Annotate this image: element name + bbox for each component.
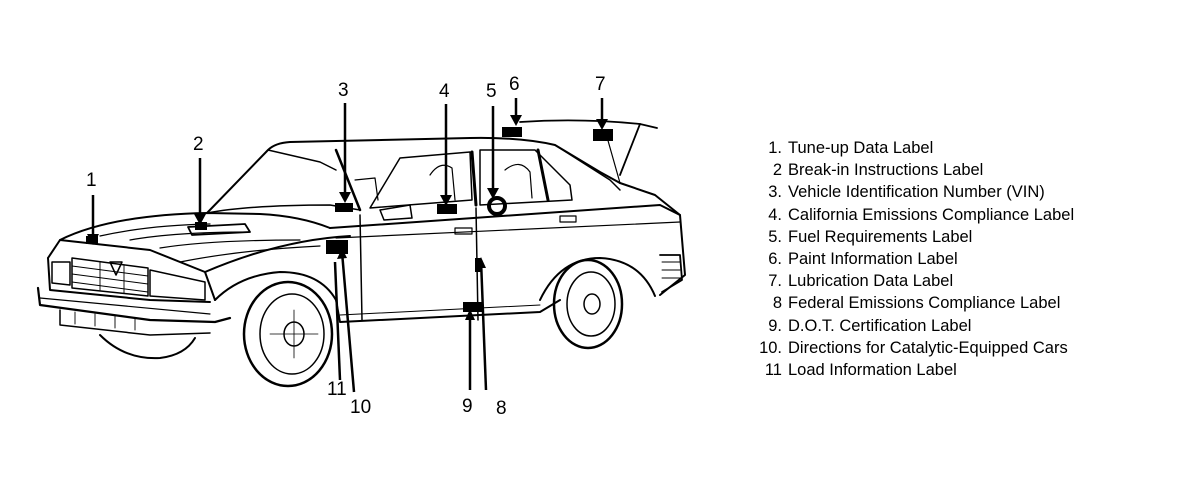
callout-4: 4: [439, 81, 450, 102]
legend-text: Paint Information Label: [788, 249, 958, 268]
legend-text: Tune-up Data Label: [788, 139, 934, 157]
legend-item: 1. Tune-up Data Label: [752, 137, 1192, 159]
legend-item: 6. Paint Information Label: [752, 248, 1192, 270]
legend-item: 4. California Emissions Compliance Label: [752, 204, 1192, 226]
legend-item: 11 Load Information Label: [752, 359, 1192, 381]
legend-item: 10. Directions for Catalytic-Equipped Car…: [752, 337, 1192, 359]
rear-wheel: [552, 258, 624, 350]
legend-number: 4.: [768, 205, 782, 224]
marker-vin: [335, 203, 353, 212]
legend-text: Vehicle Identification Number (VIN): [788, 183, 1045, 202]
legend-text: Directions for Catalytic-Equipped Cars: [788, 338, 1068, 357]
marker-lubrication: [593, 129, 613, 141]
callout-6: 6: [509, 74, 520, 95]
callout-arrows: [91, 98, 604, 393]
legend-item: 7. Lubrication Data Label: [752, 270, 1192, 292]
legend-text: Break-in Instructions Label: [788, 161, 984, 180]
callout-5: 5: [486, 81, 497, 102]
legend-text: Federal Emissions Compliance Label: [788, 294, 1061, 313]
label-markers: [86, 127, 613, 312]
legend-number: 10.: [759, 338, 782, 357]
legend-text: Fuel Requirements Label: [788, 227, 973, 246]
callout-3: 3: [338, 80, 349, 101]
legend-item: 8 Federal Emissions Compliance Label: [752, 292, 1192, 314]
legend-number: 1.: [768, 139, 782, 157]
legend-number: 5.: [768, 227, 782, 246]
marker-fuel: [487, 196, 507, 216]
marker-california-emissions: [437, 204, 457, 214]
arrow-heads: [87, 115, 608, 320]
legend-item: 5. Fuel Requirements Label: [752, 226, 1192, 248]
legend-number: 2: [772, 161, 782, 180]
callout-9: 9: [462, 396, 473, 417]
callout-numbers: 1 2 3 4 5 6 7 8 9 10 11: [86, 74, 606, 419]
legend-item: 9. D.O.T. Certification Label: [752, 315, 1192, 337]
legend-number: 9.: [768, 316, 782, 335]
front-wheel: [242, 280, 334, 388]
callout-1: 1: [86, 170, 97, 191]
legend-text: Load Information Label: [788, 360, 957, 379]
legend-number: 7.: [768, 272, 782, 291]
marker-paint: [502, 127, 522, 137]
legend-item: 2 Break-in Instructions Label: [752, 159, 1192, 181]
callout-8: 8: [496, 398, 507, 419]
legend-item: 3. Vehicle Identification Number (VIN): [752, 181, 1192, 203]
callout-10: 10: [350, 397, 371, 418]
legend-text: California Emissions Compliance Label: [788, 205, 1075, 224]
marker-breakin: [195, 222, 207, 230]
label-legend: 1. Tune-up Data Label 2 Break-in Instructi…: [752, 137, 1192, 381]
legend-number: 3.: [768, 183, 782, 202]
legend-number: 6.: [768, 249, 782, 268]
marker-dot: [463, 302, 483, 312]
callout-7: 7: [595, 74, 606, 95]
callout-2: 2: [193, 134, 204, 155]
legend-number: 11: [764, 360, 782, 379]
legend-number: 8: [772, 294, 782, 313]
callout-11: 11: [327, 379, 347, 400]
marker-catalytic: [326, 240, 348, 254]
legend-text: Lubrication Data Label: [788, 272, 954, 291]
car-illustration: [36, 119, 686, 388]
legend-text: D.O.T. Certification Label: [788, 316, 972, 335]
